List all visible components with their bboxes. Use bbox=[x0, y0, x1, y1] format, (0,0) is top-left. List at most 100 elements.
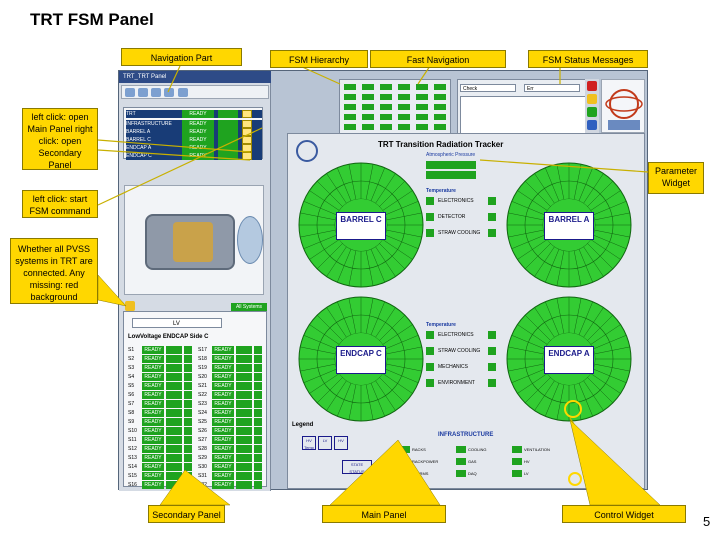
temp-row[interactable]: STRAW COOLING bbox=[426, 229, 496, 238]
alarm-yellow-icon[interactable] bbox=[587, 94, 597, 104]
fast-nav-cell[interactable] bbox=[344, 124, 356, 130]
fast-nav-cell[interactable] bbox=[416, 94, 428, 100]
fast-nav-cell[interactable] bbox=[344, 94, 356, 100]
endcap-c-label[interactable]: ENDCAP C bbox=[336, 346, 386, 374]
temp-row[interactable]: MECHANICS bbox=[426, 363, 496, 372]
pvss-connection-icon[interactable] bbox=[125, 301, 135, 311]
fast-nav-cell[interactable] bbox=[398, 114, 410, 120]
fsm-row[interactable]: TRT READY bbox=[126, 110, 262, 118]
fsm-command-button[interactable] bbox=[242, 110, 252, 118]
home-icon[interactable] bbox=[151, 88, 161, 97]
fast-nav-cell[interactable] bbox=[344, 104, 356, 110]
fast-nav-cell[interactable] bbox=[362, 84, 374, 90]
fast-nav-cell[interactable] bbox=[434, 84, 446, 90]
endcap-a-label[interactable]: ENDCAP A bbox=[544, 346, 594, 374]
infra-item[interactable]: LV bbox=[512, 470, 529, 478]
forward-icon[interactable] bbox=[138, 88, 148, 97]
fast-nav-cell[interactable] bbox=[416, 114, 428, 120]
infra-item[interactable]: COOLING bbox=[456, 446, 486, 454]
secondary-panel-select[interactable]: LV bbox=[132, 318, 222, 328]
fsm-command-button[interactable] bbox=[242, 144, 252, 152]
fsm-row[interactable]: BARREL A READY bbox=[126, 128, 262, 136]
temp-row[interactable]: STRAW COOLING bbox=[426, 347, 496, 356]
fast-nav-cell[interactable] bbox=[344, 114, 356, 120]
temp-row[interactable]: ENVIRONMENT bbox=[426, 379, 496, 388]
fast-nav-cell[interactable] bbox=[416, 84, 428, 90]
fast-nav-cell[interactable] bbox=[380, 94, 392, 100]
fast-nav-cell[interactable] bbox=[380, 104, 392, 110]
infra-item[interactable]: ALARMS bbox=[400, 470, 428, 478]
fast-nav-cell[interactable] bbox=[380, 124, 392, 130]
fsm-row[interactable]: ENDCAP A READY bbox=[126, 144, 262, 152]
fsm-row[interactable]: ENDCAP C READY bbox=[126, 152, 262, 160]
fast-nav-cell[interactable] bbox=[380, 84, 392, 90]
fast-nav-cell[interactable] bbox=[434, 94, 446, 100]
fsm-command-button[interactable] bbox=[242, 136, 252, 144]
barrel-a-label[interactable]: BARREL A bbox=[544, 212, 594, 240]
fast-nav-cell[interactable] bbox=[416, 104, 428, 110]
fsm-row[interactable]: INFRASTRUCTURE READY bbox=[126, 120, 262, 128]
infra-item[interactable]: RACKPOWER bbox=[400, 458, 438, 466]
fast-nav-cell[interactable] bbox=[398, 104, 410, 110]
temp-row[interactable]: ELECTRONICS bbox=[426, 197, 496, 206]
alarm-green-icon[interactable] bbox=[587, 107, 597, 117]
infra-item[interactable]: GAS bbox=[456, 458, 476, 466]
message-filter-right[interactable]: Err bbox=[524, 84, 580, 92]
temp-row[interactable]: DETECTOR bbox=[426, 213, 496, 222]
alarm-red-icon[interactable] bbox=[587, 81, 597, 91]
fast-nav-cell[interactable] bbox=[344, 84, 356, 90]
fast-nav-cell[interactable] bbox=[434, 124, 446, 130]
fast-nav-cell[interactable] bbox=[362, 94, 374, 100]
fsm-command-button[interactable] bbox=[242, 120, 252, 128]
fast-nav-cell[interactable] bbox=[398, 94, 410, 100]
message-filter-left[interactable]: Check bbox=[460, 84, 516, 92]
alarm-blue-icon[interactable] bbox=[587, 120, 597, 130]
fast-nav-cell[interactable] bbox=[434, 114, 446, 120]
fast-nav-cell[interactable] bbox=[434, 104, 446, 110]
fsm-command-button[interactable] bbox=[242, 152, 252, 160]
fast-nav-cell[interactable] bbox=[362, 114, 374, 120]
infra-item[interactable]: HV bbox=[512, 458, 530, 466]
fast-nav-cell[interactable] bbox=[362, 124, 374, 130]
fast-nav-cell[interactable] bbox=[416, 124, 428, 130]
infra-item[interactable]: VENTILATION bbox=[512, 446, 550, 454]
message-list[interactable] bbox=[460, 96, 586, 136]
refresh-icon[interactable] bbox=[164, 88, 174, 97]
barrel-c-label[interactable]: BARREL C bbox=[336, 212, 386, 240]
fast-nav-cell[interactable] bbox=[362, 104, 374, 110]
temp-row[interactable]: ELECTRONICS bbox=[426, 331, 496, 340]
fast-nav-cell[interactable] bbox=[398, 84, 410, 90]
fsm-command-button[interactable] bbox=[242, 128, 252, 136]
fast-nav-cell[interactable] bbox=[380, 114, 392, 120]
infra-item[interactable]: DAQ bbox=[456, 470, 477, 478]
